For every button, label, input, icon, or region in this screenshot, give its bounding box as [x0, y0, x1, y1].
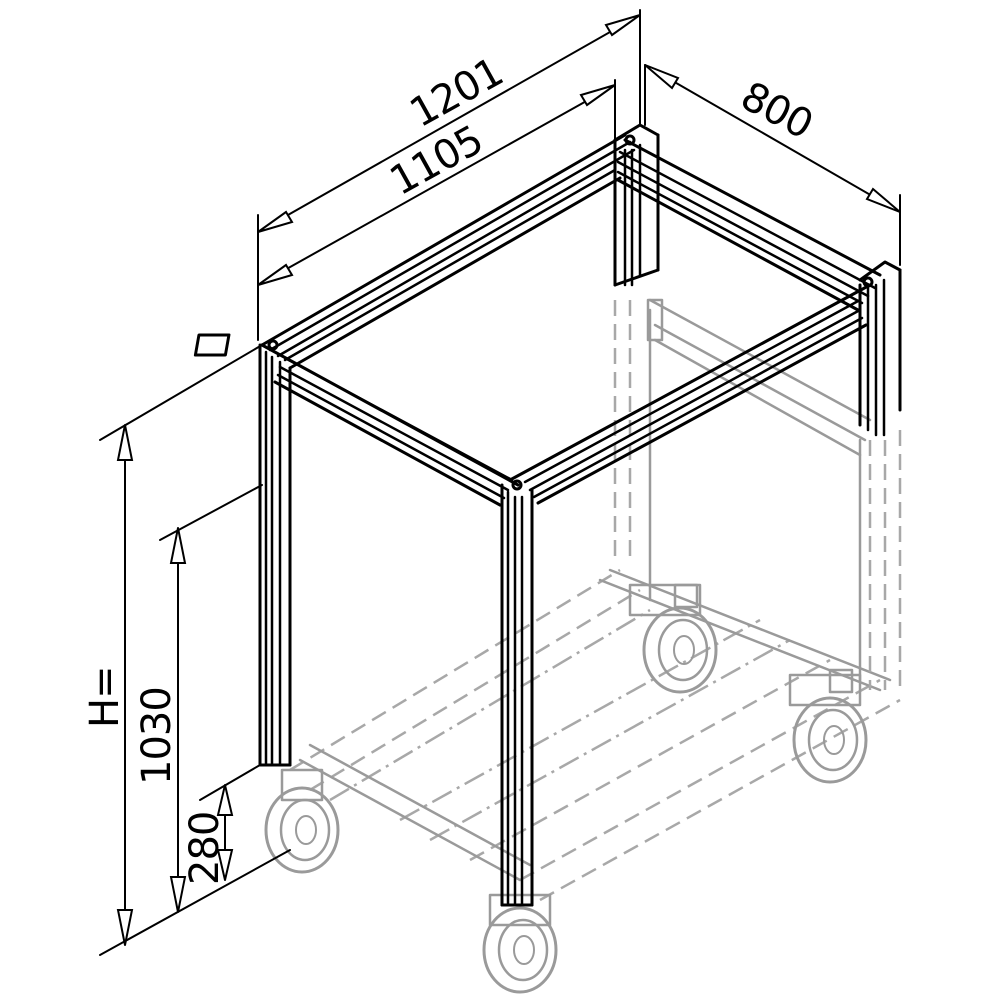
dimension-lines: [99, 9, 901, 956]
label-base-height: 280: [182, 812, 228, 885]
wheel-front-left: [264, 768, 340, 874]
wheel-rear-right: [788, 668, 868, 784]
main-frame: [193, 123, 902, 907]
label-frame-height: 1030: [134, 687, 180, 785]
wheel-front-right: [482, 893, 558, 994]
dimension-labels: 1201 1105 800 H= 1030 280: [82, 49, 820, 885]
label-depth: 800: [733, 73, 819, 148]
label-height: H=: [82, 666, 128, 728]
wheel-rear-left: [628, 583, 718, 694]
ghost-base-cart: [264, 298, 902, 994]
